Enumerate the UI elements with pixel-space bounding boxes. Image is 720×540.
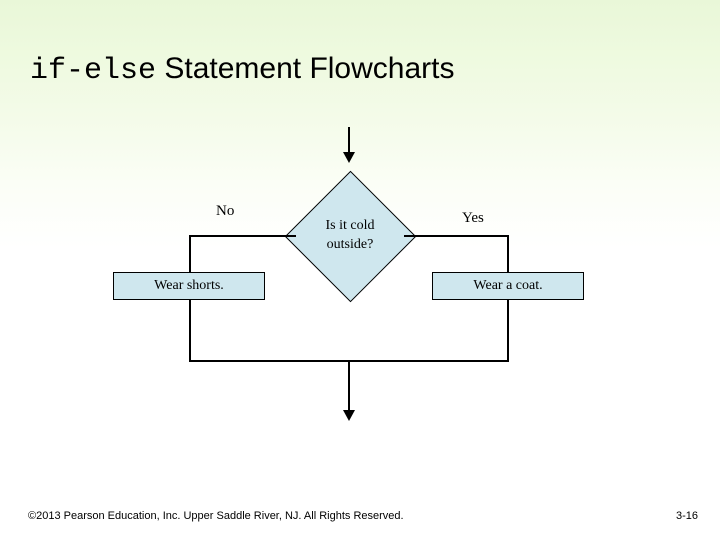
merge-exit-vertical-line	[348, 360, 350, 412]
yes-branch-horizontal-line	[404, 235, 508, 237]
merge-left-vertical-line	[189, 300, 191, 362]
footer-page-number: 3-16	[675, 510, 698, 522]
page-title-rest: Statement Flowcharts	[156, 52, 455, 85]
process-node-wear-coat: Wear a coat.	[432, 272, 584, 300]
decision-label: Is it cold outside?	[292, 170, 408, 302]
entry-arrowhead-icon	[343, 152, 355, 163]
page-title-keyword: if-else	[30, 54, 157, 88]
exit-arrowhead-icon	[343, 410, 355, 421]
no-branch-horizontal-line	[189, 235, 296, 237]
merge-right-vertical-line	[507, 300, 509, 362]
process-node-wear-shorts-label: Wear shorts.	[154, 278, 224, 293]
branch-label-yes: Yes	[462, 210, 484, 226]
process-node-wear-shorts: Wear shorts.	[113, 272, 265, 300]
page-title: if-else Statement Flowcharts	[30, 52, 690, 88]
branch-label-no: No	[216, 203, 235, 219]
entry-connector-line	[348, 127, 350, 154]
process-node-wear-coat-label: Wear a coat.	[473, 278, 543, 293]
decision-label-line2: outside?	[326, 237, 374, 252]
yes-branch-vertical-line	[507, 235, 509, 273]
footer-copyright: ©2013 Pearson Education, Inc. Upper Sadd…	[28, 510, 404, 522]
decision-node: Is it cold outside?	[284, 170, 416, 302]
no-branch-vertical-line	[189, 235, 191, 273]
decision-label-line1: Is it cold	[325, 218, 375, 234]
